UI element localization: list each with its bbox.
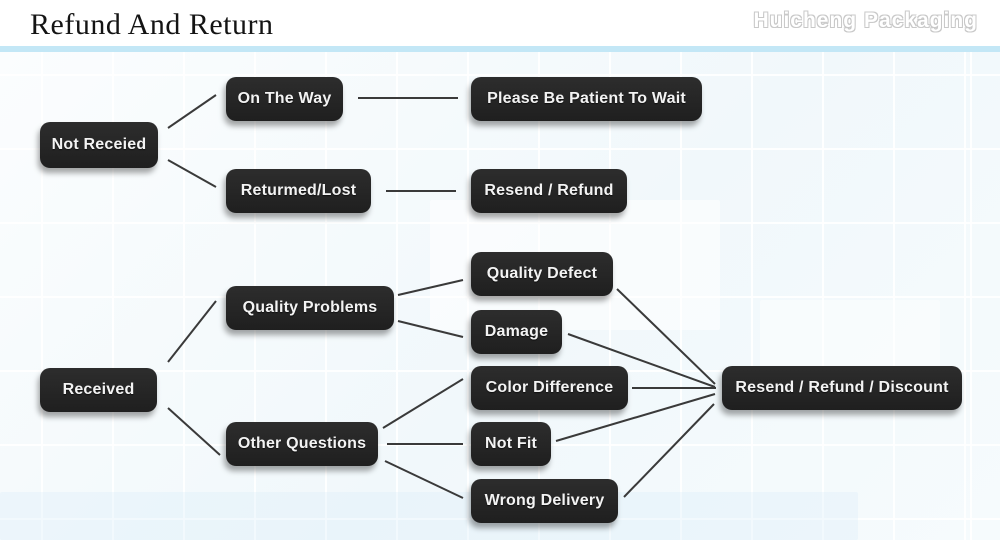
node-returned-lost: Returmed/Lost bbox=[226, 169, 371, 213]
node-label: On The Way bbox=[237, 90, 332, 107]
node-label: Resend / Refund bbox=[484, 182, 614, 199]
node-label: Returmed/Lost bbox=[240, 182, 357, 199]
node-on-the-way: On The Way bbox=[226, 77, 343, 121]
brand-logo-text: Huicheng Packaging bbox=[753, 9, 978, 32]
node-wrong-delivery: Wrong Delivery bbox=[471, 479, 618, 523]
node-label: Please Be Patient To Wait bbox=[487, 90, 686, 107]
node-label: Quality Problems bbox=[242, 299, 378, 316]
node-label: Color Difference bbox=[485, 379, 614, 396]
background-tile bbox=[0, 492, 858, 540]
header-bar: Refund And Return Huicheng Packaging bbox=[0, 0, 1000, 46]
node-quality-defect: Quality Defect bbox=[471, 252, 613, 296]
node-label: Quality Defect bbox=[486, 265, 598, 282]
bottom-margin bbox=[0, 540, 1000, 550]
node-color-difference: Color Difference bbox=[471, 366, 628, 410]
node-resend-refund-discount: Resend / Refund / Discount bbox=[722, 366, 962, 410]
node-received: Received bbox=[40, 368, 157, 412]
node-not-received: Not Receied bbox=[40, 122, 158, 168]
node-label: Other Questions bbox=[237, 435, 367, 452]
node-please-wait: Please Be Patient To Wait bbox=[471, 77, 702, 121]
node-label: Not Fit bbox=[484, 435, 538, 452]
node-other-questions: Other Questions bbox=[226, 422, 378, 466]
node-label: Wrong Delivery bbox=[484, 492, 605, 509]
node-label: Damage bbox=[484, 323, 549, 340]
page-title: Refund And Return bbox=[30, 8, 274, 41]
node-label: Resend / Refund / Discount bbox=[735, 379, 949, 396]
header-divider bbox=[0, 46, 1000, 52]
node-damage: Damage bbox=[471, 310, 562, 354]
node-quality-problems: Quality Problems bbox=[226, 286, 394, 330]
node-label: Not Receied bbox=[51, 136, 147, 153]
node-not-fit: Not Fit bbox=[471, 422, 551, 466]
node-resend-refund: Resend / Refund bbox=[471, 169, 627, 213]
node-label: Received bbox=[62, 381, 135, 398]
